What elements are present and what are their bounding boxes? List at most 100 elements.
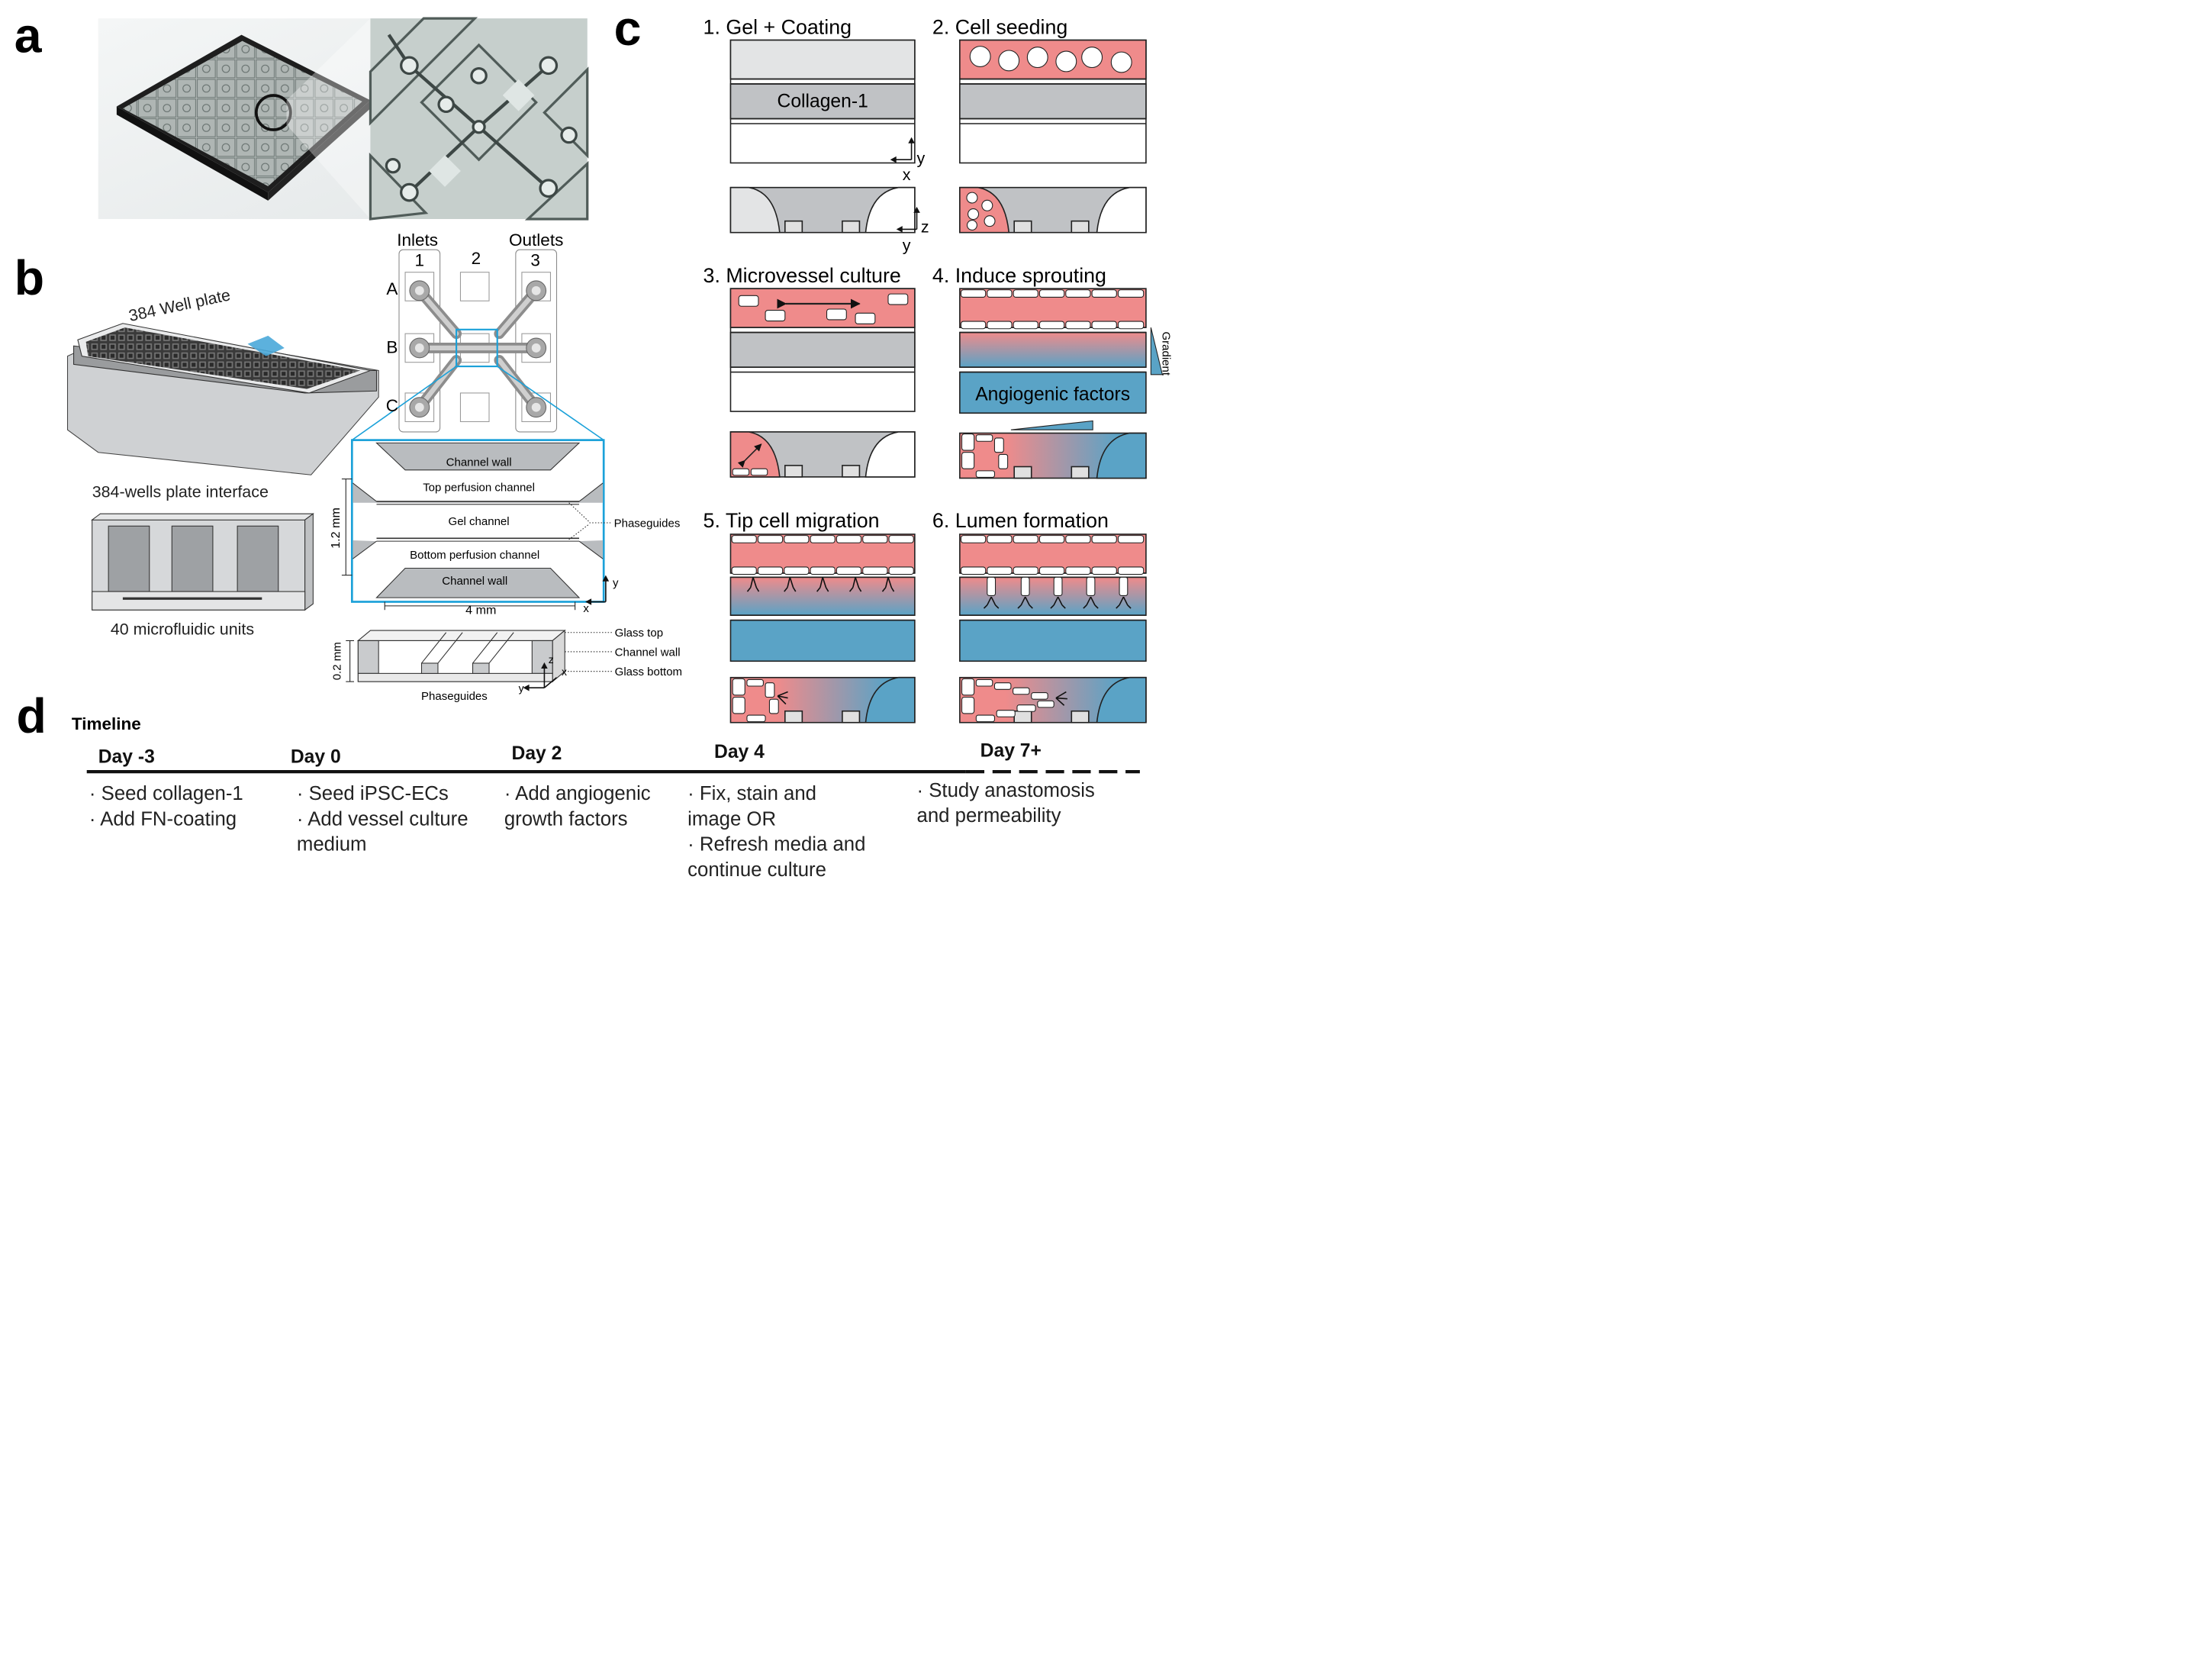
phaseguides-label: Phaseguides [614,517,681,530]
zoom-circle [254,94,292,131]
gradient-wedge-side [1010,420,1093,430]
step2-top [959,39,1147,164]
row-label-c: C [386,396,398,415]
step4-title: 4. Induce sprouting [932,264,1106,287]
step6-title: 6. Lumen formation [932,509,1109,532]
dimension-lines [341,479,576,611]
plate-title: 384 Well plate [127,285,232,325]
panel-letter-b: b [14,250,44,305]
timeline-line-text: continue culture [687,859,826,881]
plate-interface-block [91,513,314,611]
timeline-entry-day-minus3: · Seed collagen-1 · Add FN-coating [89,781,243,832]
channel-wall-bottom-label: Channel wall [442,575,507,588]
timeline-line-text: · Refresh media and [687,833,866,856]
column-label-1: 1 [415,251,425,270]
step2-side [959,186,1147,234]
cross-section [356,629,566,683]
timeline-entry-day-4: · Fix, stain and image OR · Refresh medi… [687,781,865,882]
glass-bottom-label: Glass bottom [615,666,682,678]
axis-y-label-b2: y [519,682,524,695]
phaseguide-leaders [568,502,612,540]
axis-y-label-c: y [917,150,926,168]
step2-title: 2. Cell seeding [932,16,1067,39]
timeline-entry-day-0: · Seed iPSC-ECs · Add vessel culture med… [297,781,468,857]
timeline-day-label: Day 2 [511,742,562,764]
xy-axes-b [585,575,610,605]
timeline-day-label: Day 7+ [980,739,1042,761]
step6-top [959,533,1147,662]
axis-x-label-c: x [903,166,911,184]
axis-x-label-b: x [583,602,589,615]
column-label-3: 3 [530,251,540,270]
timeline-line-text: medium [296,833,367,856]
panel-letter-d: d [16,688,46,743]
step5-title: 5. Tip cell migration [704,509,880,532]
timeline-line-text: image OR [687,807,777,830]
top-perfusion-label: Top perfusion channel [423,482,535,495]
timeline-line-text: · Add vessel culture [296,807,468,830]
timeline-line-text: · Fix, stain and [687,782,817,805]
well-plate-drawing [66,323,379,475]
figure: a b c d [0,0,1186,892]
timeline-line-text: · Add angiogenic [504,782,651,805]
step5-top [729,533,916,662]
timeline-entry-day-2: · Add angiogenic growth factors [504,781,651,832]
cross-dimension [346,640,354,682]
step1-side [729,186,916,234]
row-label-a: A [386,279,398,298]
timeline-day-label: Day 0 [290,745,341,767]
gradient-label: Gradient [1159,331,1172,375]
photo-zoom [369,17,589,221]
timeline-day-label: Day -3 [98,745,155,767]
timeline-line-text: · Add FN-coating [89,807,237,830]
collagen-label: Collagen-1 [778,92,868,112]
cross-phaseguides-label: Phaseguides [421,690,488,703]
yz-axes-c [896,206,920,233]
gel-channel-label: Gel channel [449,515,510,528]
axis-y-label-c2: y [903,236,911,254]
height-dimension: 1.2 mm [329,508,343,549]
timeline-line-text: growth factors [504,807,628,830]
photo-plate [116,34,371,201]
figure-canvas: a b c d [14,1,1172,774]
zoom-beam [286,18,371,219]
step4-side [959,432,1147,479]
step3-title: 3. Microvessel culture [704,264,901,287]
channel-wall-top-label: Channel wall [446,456,512,469]
inlets-label: Inlets [397,230,438,250]
gradient-wedge [1150,327,1164,375]
channel-detail [350,439,605,603]
timeline-title: Timeline [72,714,141,733]
step5-side [729,676,916,724]
bottom-perfusion-label: Bottom perfusion channel [410,549,539,562]
column-label-2: 2 [472,249,481,268]
timeline-entry-day-7plus: · Study anastomosis and permeability [917,778,1095,829]
cross-height-dimension: 0.2 mm [330,642,343,680]
glass-top-label: Glass top [615,627,663,640]
axis-z-label-c: z [921,218,929,237]
step3-top [729,288,916,412]
cross-leaders [565,632,612,672]
axis-z-label-b: z [549,653,554,666]
panel-letter-a: a [14,8,43,63]
outlets-label: Outlets [509,230,563,250]
xyz-axes-b [523,662,558,691]
step1-top [729,39,916,164]
xy-axes-c [890,137,915,163]
timeline-line-text: and permeability [916,804,1061,827]
timeline-line-text: · Seed collagen-1 [89,782,243,805]
channel-wall-side-label: Channel wall [615,646,681,659]
axis-x-label-b2: x [562,666,567,678]
width-dimension: 4 mm [465,604,496,617]
timeline-line-text: · Seed iPSC-ECs [296,782,449,805]
step1-title: 1. Gel + Coating [704,16,852,39]
timeline-day-label: Day 4 [714,740,765,762]
angiogenic-label: Angiogenic factors [975,385,1130,405]
unit-top-view [351,249,604,441]
step6-side [959,676,1147,724]
panel-a-photo [98,17,589,221]
zoom-box [456,328,498,368]
plate-interface-label: 384-wells plate interface [92,483,269,501]
timeline-line-text: · Study anastomosis [916,779,1095,801]
step3-side [729,431,916,478]
